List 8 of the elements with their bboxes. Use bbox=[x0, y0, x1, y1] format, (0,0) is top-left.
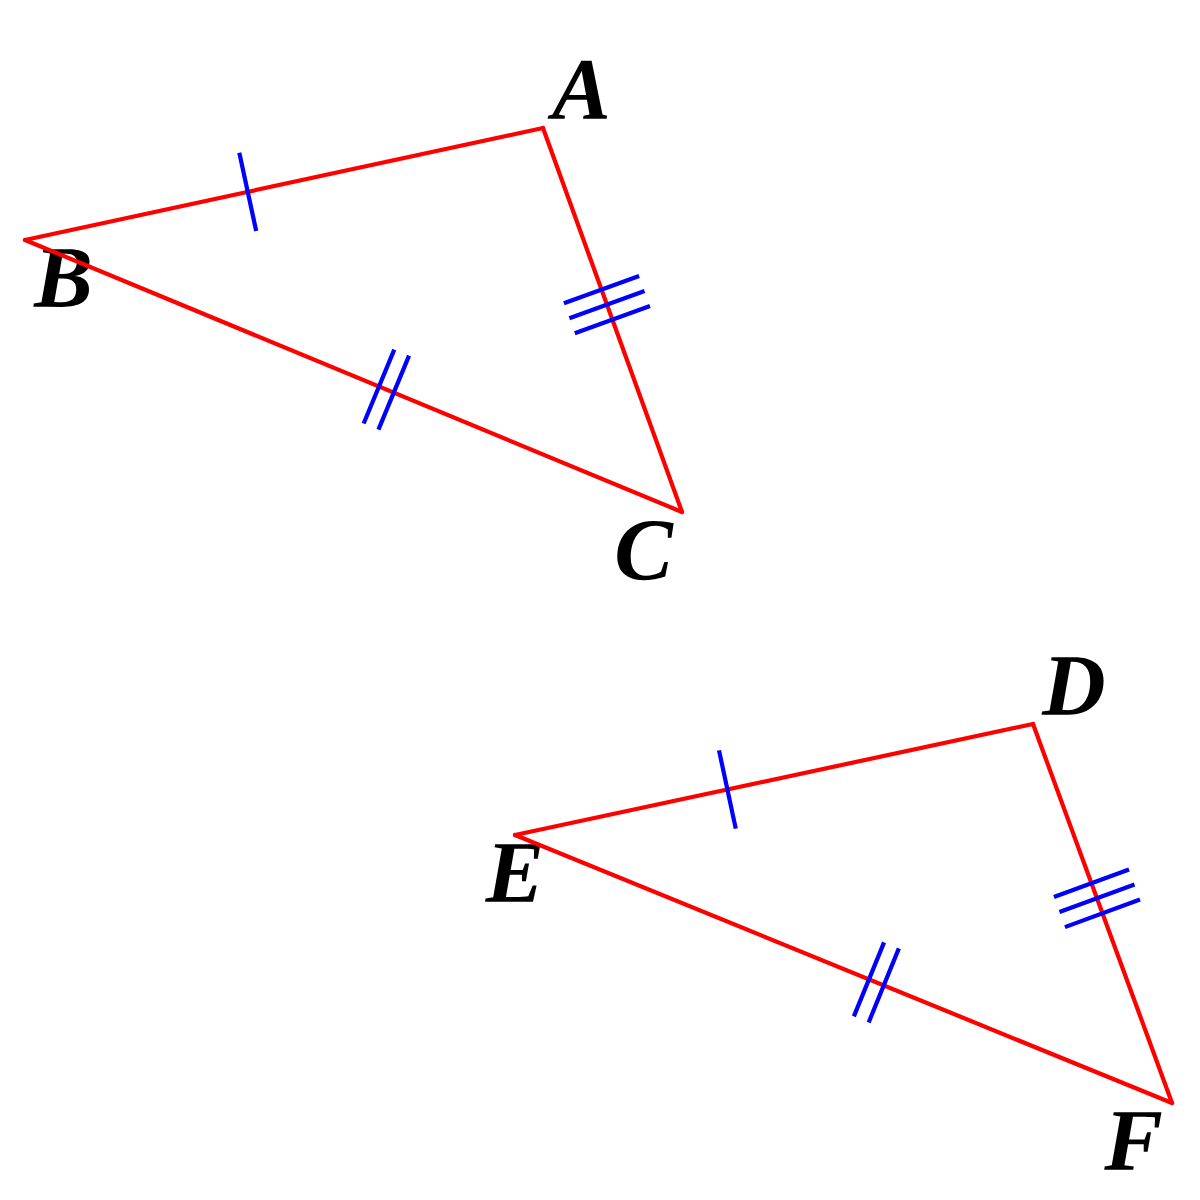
vertex-label: A bbox=[547, 60, 608, 119]
vertex-label: F bbox=[1104, 1112, 1162, 1170]
vertex-label: C bbox=[617, 521, 674, 581]
vertex-label: E bbox=[485, 844, 541, 902]
triangle-side bbox=[512, 721, 1036, 838]
triangle-side bbox=[540, 125, 685, 515]
triangle-side bbox=[1030, 721, 1175, 1106]
vertex-label: D bbox=[1041, 657, 1104, 715]
